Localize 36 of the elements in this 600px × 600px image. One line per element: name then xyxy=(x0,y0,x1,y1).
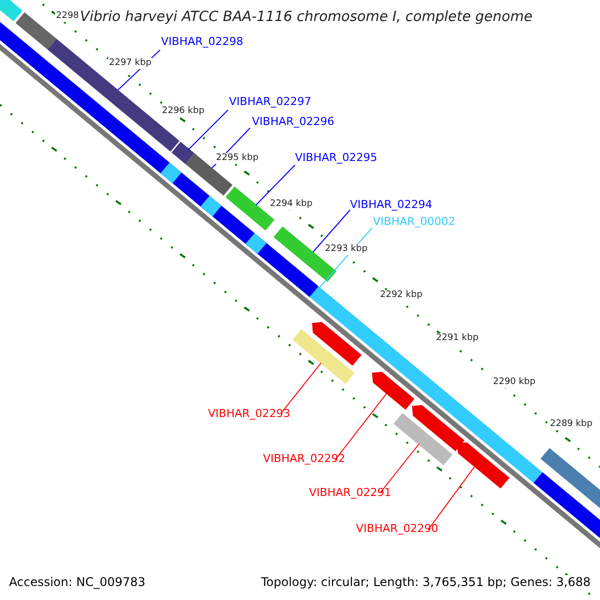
scale-label: 2291 kbp xyxy=(435,333,480,344)
gene-bar xyxy=(394,413,452,466)
scale-label: 2290 kbp xyxy=(492,377,536,388)
scale-label: 2297 kbp xyxy=(108,58,152,69)
scale-label: 2294 kbp xyxy=(269,199,314,210)
scale-label: 2298 xyxy=(55,11,80,22)
gene-bar xyxy=(292,329,354,384)
scale-label: 2289 kbp xyxy=(549,419,594,430)
gene-label: VIBHAR_02297 xyxy=(229,96,312,107)
gene-label: VIBHAR_02294 xyxy=(350,199,432,210)
gene-bar xyxy=(372,372,414,410)
scale-label: 2295 kbp xyxy=(215,153,260,164)
gene-bar xyxy=(172,142,194,164)
leader-line xyxy=(312,210,350,252)
gene-bar xyxy=(457,442,510,488)
scale-label: 2293 kbp xyxy=(324,244,368,255)
title: Vibrio harveyi ATCC BAA-1116 chromosome I, complete genome xyxy=(80,10,532,24)
leader-line xyxy=(334,392,388,460)
leader-line xyxy=(282,362,322,412)
leader-line xyxy=(428,466,476,530)
leader-line xyxy=(256,164,296,206)
gene-bar xyxy=(310,286,326,304)
leader-line xyxy=(380,444,420,494)
leader-line xyxy=(188,110,228,150)
gene-label: VIBHAR_02291 xyxy=(309,487,392,498)
gene-label: VIBHAR_02295 xyxy=(295,152,378,163)
gene-label: VIBHAR_02292 xyxy=(263,453,346,464)
gene-label: VIBHAR_02293 xyxy=(208,408,290,419)
scale-label: 2292 kbp xyxy=(379,290,424,301)
gene-label: VIBHAR_02298 xyxy=(161,36,244,47)
gene-label: VIBHAR_02290 xyxy=(356,523,438,534)
scale-label: 2296 kbp xyxy=(161,106,206,117)
gene-label: VIBHAR_00002 xyxy=(373,216,456,227)
gene-label: VIBHAR_02296 xyxy=(252,116,334,127)
footer-text: Accession: NC_009783 xyxy=(8,575,146,589)
footer-text: Topology: circular; Length: 3,765,351 bp; Genes: 3,688 xyxy=(260,575,592,589)
